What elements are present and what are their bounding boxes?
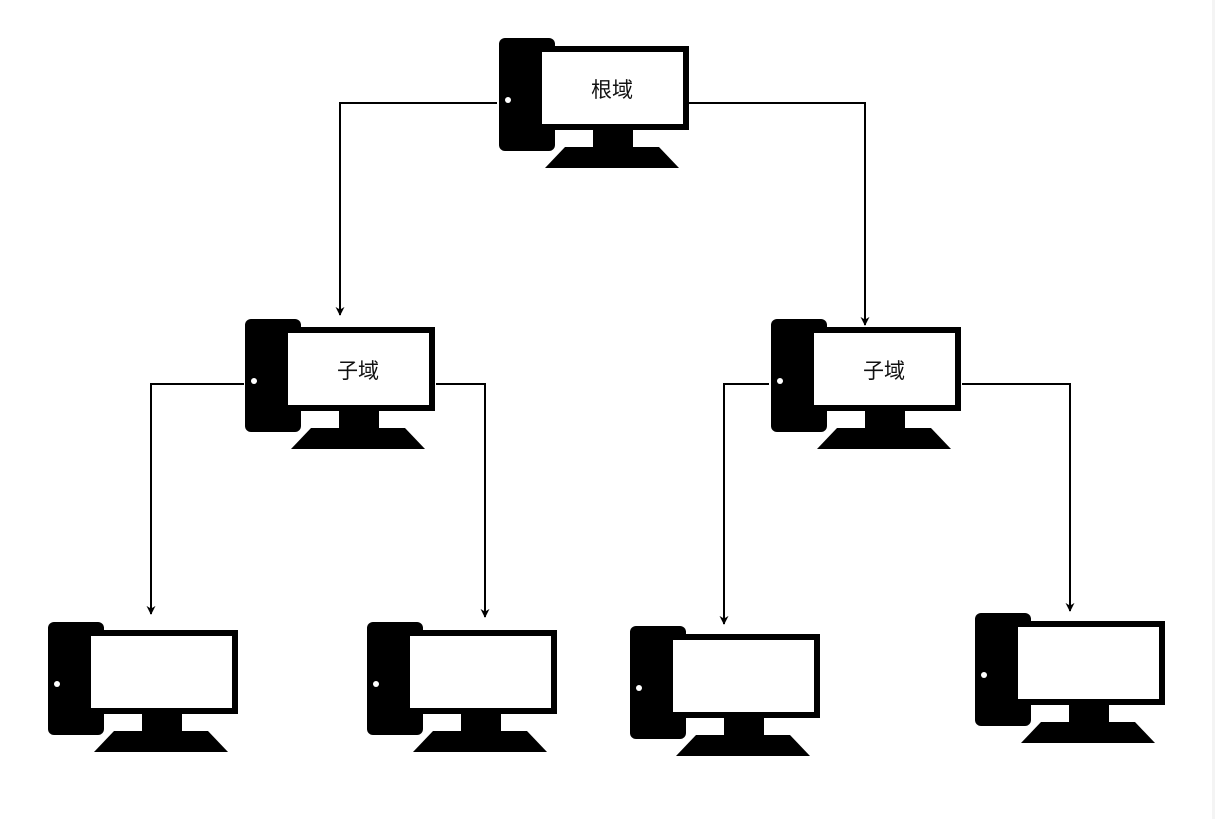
client-node-3[interactable] bbox=[630, 626, 820, 756]
edge-child-left-to-client-1 bbox=[146, 383, 244, 615]
computer-icon bbox=[499, 38, 689, 168]
edge-child-left-to-client-2 bbox=[436, 383, 490, 618]
edge-root-to-child-left bbox=[335, 102, 497, 316]
edge-child-right-to-client-4 bbox=[962, 383, 1075, 612]
computer-icon bbox=[367, 622, 557, 752]
page-edge bbox=[1212, 0, 1215, 819]
computer-icon bbox=[771, 319, 961, 449]
child-domain-node-right[interactable]: 子域 bbox=[771, 319, 961, 449]
edge-root-to-child-right bbox=[689, 102, 870, 326]
client-node-2[interactable] bbox=[367, 622, 557, 752]
computer-icon bbox=[245, 319, 435, 449]
edges bbox=[146, 102, 1075, 625]
edge-child-right-to-client-3 bbox=[719, 383, 769, 625]
computer-icon bbox=[630, 626, 820, 756]
root-domain-label: 根域 bbox=[591, 78, 633, 102]
client-node-1[interactable] bbox=[48, 622, 238, 752]
root-domain-node[interactable]: 根域 bbox=[499, 38, 689, 168]
computer-icon bbox=[48, 622, 238, 752]
child-domain-label-left: 子域 bbox=[337, 359, 379, 383]
client-node-4[interactable] bbox=[975, 613, 1165, 743]
child-domain-node-left[interactable]: 子域 bbox=[245, 319, 435, 449]
computer-icon bbox=[975, 613, 1165, 743]
child-domain-label-right: 子域 bbox=[863, 359, 905, 383]
